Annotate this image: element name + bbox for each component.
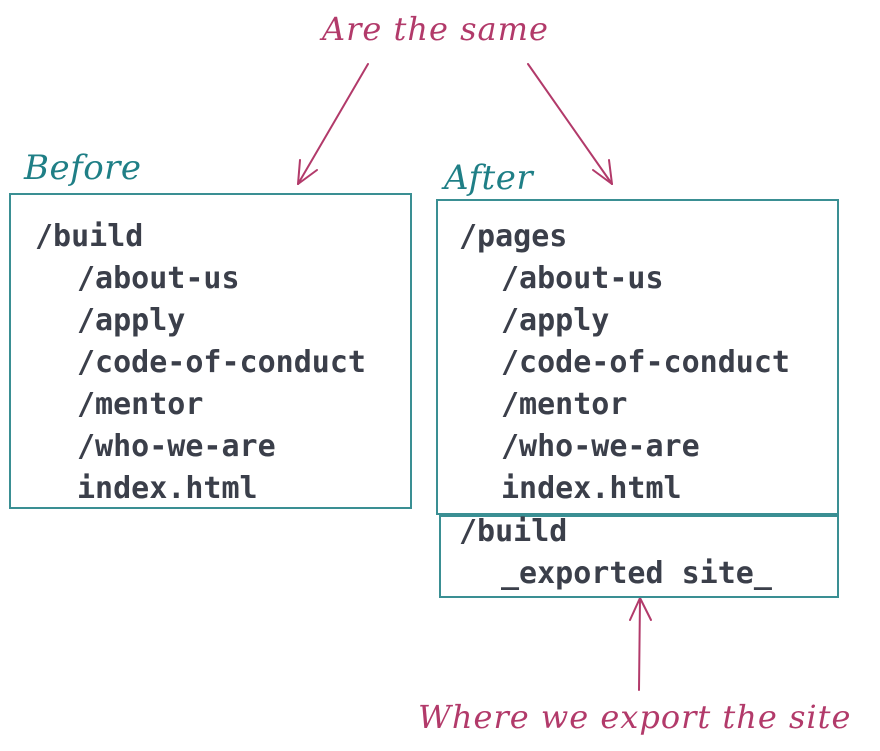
annotation-are-the-same: Are the same [322, 10, 549, 48]
before-box [9, 193, 412, 509]
before-file-index: index.html [77, 471, 258, 506]
after-root-folder: /pages [459, 219, 568, 254]
build-root-folder: /build [459, 514, 568, 549]
after-folder-code-of-conduct: /code-of-conduct [501, 345, 790, 380]
before-folder-mentor: /mentor [77, 387, 204, 422]
build-exported-site: _exported site_ [501, 556, 772, 591]
build-tree: /build _exported site_ [459, 511, 772, 595]
before-folder-code-of-conduct: /code-of-conduct [77, 345, 366, 380]
annotation-where-we-export: Where we export the site [418, 698, 852, 736]
after-tree: /pages /about-us /apply /code-of-conduct… [459, 216, 790, 510]
arrow-to-after [527, 63, 613, 185]
build-box [439, 515, 839, 598]
after-file-index: index.html [501, 471, 682, 506]
after-folder-about-us: /about-us [501, 261, 664, 296]
before-folder-apply: /apply [77, 303, 186, 338]
after-label: After [444, 158, 534, 198]
before-tree: /build /about-us /apply /code-of-conduct… [35, 216, 366, 510]
before-folder-who-we-are: /who-we-are [77, 429, 276, 464]
after-folder-mentor: /mentor [501, 387, 628, 422]
after-folder-who-we-are: /who-we-are [501, 429, 700, 464]
after-box [436, 199, 839, 515]
before-label: Before [24, 148, 142, 188]
after-folder-apply: /apply [501, 303, 610, 338]
arrow-to-build-box [629, 597, 652, 691]
before-root-folder: /build [35, 219, 144, 254]
arrow-to-before [297, 63, 369, 185]
before-folder-about-us: /about-us [77, 261, 240, 296]
